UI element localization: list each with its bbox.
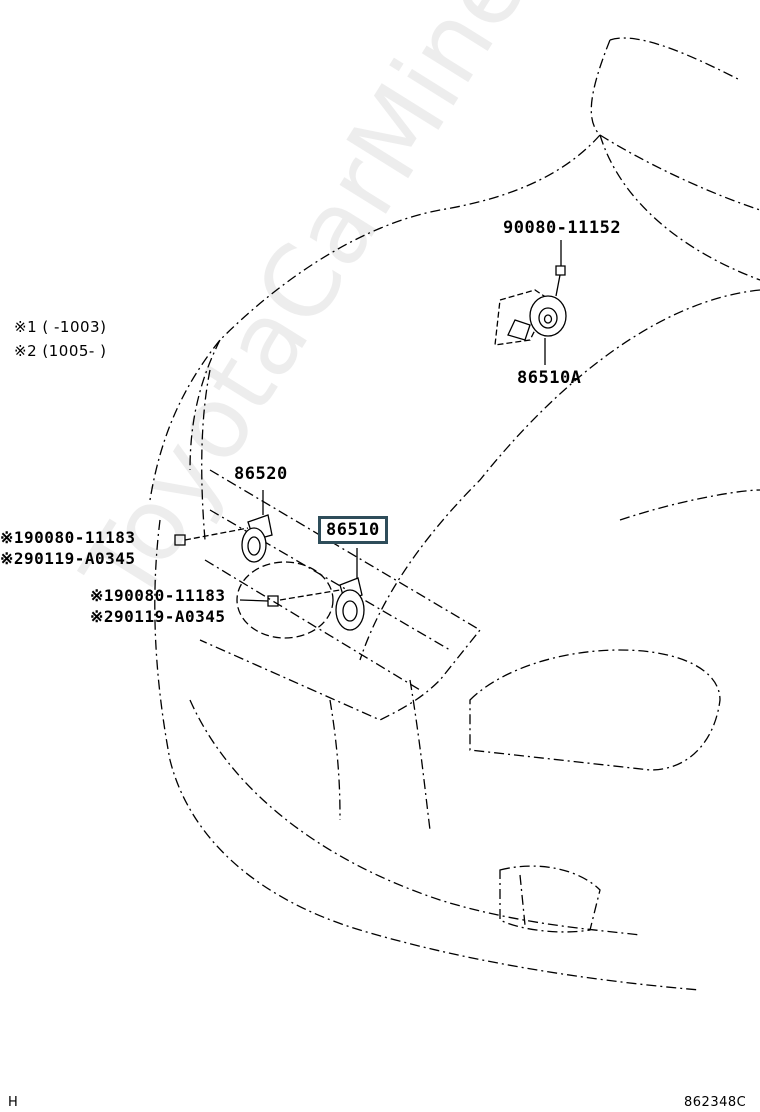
- a-pillar: [202, 370, 210, 540]
- bumper-cut: [410, 680, 430, 830]
- part-label-mid-bolt-2[interactable]: ※290119-A0345: [90, 607, 226, 626]
- part-label-left-bolt-1[interactable]: ※190080-11183: [0, 528, 136, 547]
- fog-lamp-inner: [520, 875, 525, 925]
- fog-lamp: [500, 866, 600, 932]
- part-label-86520[interactable]: 86520: [234, 464, 288, 484]
- headlamp: [470, 650, 720, 770]
- horn-86510-drawing: [240, 548, 364, 630]
- hood-right-curve: [620, 490, 760, 520]
- horn-86520-drawing: [175, 490, 272, 562]
- diagram-code: 862348C: [684, 1095, 747, 1110]
- grille-bar-2: [205, 560, 420, 690]
- footer-left-code: H: [8, 1095, 19, 1110]
- hood-edge: [600, 135, 760, 280]
- horn-86510a-drawing: [495, 240, 566, 365]
- note-2: ※2 (1005- ): [14, 342, 107, 360]
- bumper-lower: [190, 700, 640, 935]
- windshield-line: [190, 340, 220, 470]
- lower-bumper-curve: [330, 700, 340, 820]
- fender-line: [360, 290, 760, 660]
- hood-outline: [591, 38, 760, 210]
- part-label-mid-bolt-1[interactable]: ※190080-11183: [90, 586, 226, 605]
- grille-frame: [200, 470, 480, 720]
- note-1: ※1 ( -1003): [14, 318, 107, 336]
- inner-circle: [237, 562, 333, 638]
- bumper-upper: [155, 520, 700, 990]
- hood-center-line: [150, 135, 600, 500]
- part-label-90080-11152[interactable]: 90080-11152: [503, 218, 622, 238]
- part-label-left-bolt-2[interactable]: ※290119-A0345: [0, 549, 136, 568]
- part-label-86510-highlighted[interactable]: 86510: [318, 516, 388, 544]
- part-label-86510a[interactable]: 86510A: [517, 368, 582, 388]
